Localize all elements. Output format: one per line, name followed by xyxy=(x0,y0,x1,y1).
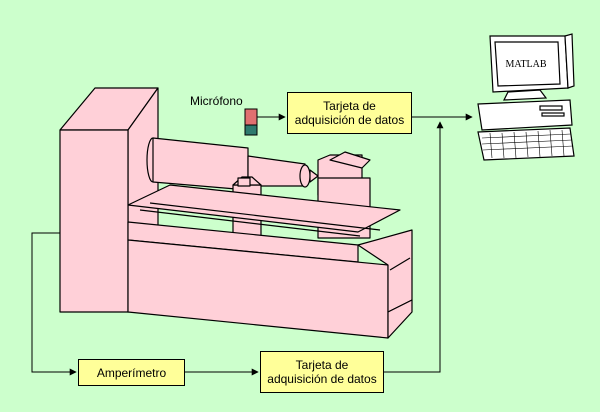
microphone-label: Micrófono xyxy=(190,94,243,108)
microphone-icon xyxy=(244,108,258,136)
daq-box-bottom: Tarjeta de adquisición de datos xyxy=(260,351,384,393)
screen-text: MATLAB xyxy=(505,59,546,70)
headstock-front xyxy=(59,129,129,313)
connection-lines xyxy=(31,113,473,376)
lathe-bed-top xyxy=(127,184,401,233)
machine-to-ammeter-arrow xyxy=(31,232,77,376)
ammeter-box: Amperímetro xyxy=(78,359,185,386)
lathe-machine xyxy=(59,87,413,339)
daq-top-line2: adquisición de datos xyxy=(294,113,405,127)
computer-icon xyxy=(477,33,575,161)
daq-box-top: Tarjeta de adquisición de datos xyxy=(287,92,412,134)
daq-bottom-to-computer-arrow xyxy=(384,121,444,373)
daq-top-line1: Tarjeta de xyxy=(323,99,376,113)
spindle-body xyxy=(152,137,249,191)
ammeter-label: Amperímetro xyxy=(96,365,167,380)
daq-bottom-line1: Tarjeta de xyxy=(295,358,349,372)
daq-bottom-line2: adquisición de datos xyxy=(267,372,377,386)
